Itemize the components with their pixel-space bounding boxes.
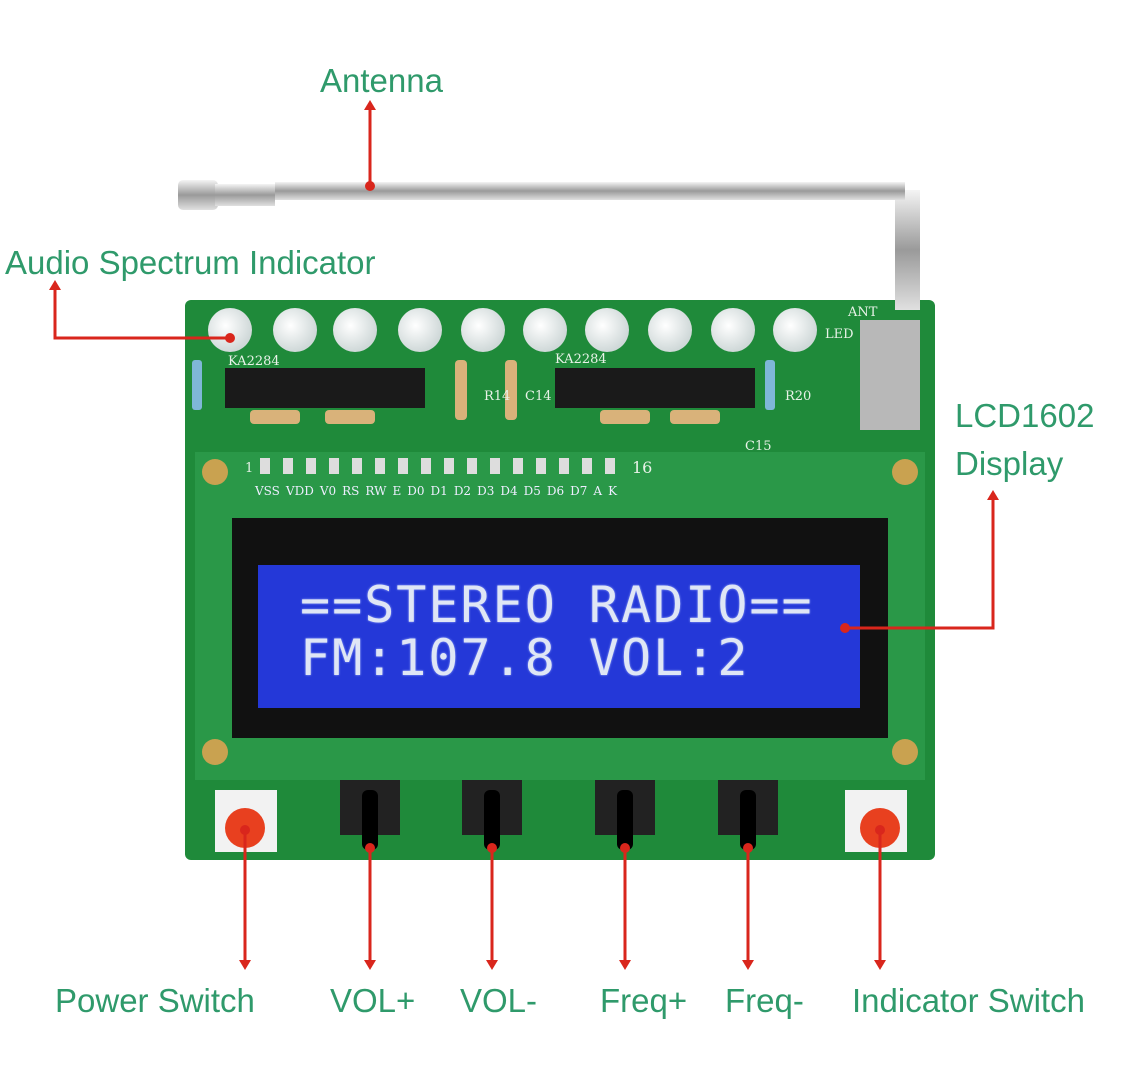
ic-left (225, 368, 425, 408)
ant-label: ANT (848, 305, 878, 320)
pin-label: D7 (570, 484, 588, 498)
arrow-audio-spectrum (49, 280, 230, 340)
pin-label: E (392, 484, 402, 498)
pin-label: VSS (255, 484, 280, 498)
pin-label: D0 (407, 484, 425, 498)
label-antenna: Antenna (320, 62, 443, 99)
label-lcd-2: Display (955, 445, 1064, 482)
pin-label: RS (342, 484, 360, 498)
pin-label: VDD (285, 484, 314, 498)
ic-right-label: KA2284 (555, 352, 607, 367)
pin-first-label: 1 (245, 461, 254, 476)
label-power-switch: Power Switch (55, 982, 255, 1019)
label-vol-plus: VOL+ (330, 982, 416, 1019)
pin-label: D2 (453, 484, 472, 498)
pin-label: K (608, 484, 618, 498)
lcd-line-1: ==STEREO RADIO== (300, 576, 814, 634)
c14-label: C14 (525, 389, 552, 404)
label-lcd-1: LCD1602 (955, 397, 1095, 434)
r14-label: R14 (484, 389, 511, 404)
pin-label: RW (365, 484, 387, 498)
ic-left-label: KA2284 (228, 354, 280, 369)
pin-label: D1 (430, 484, 448, 498)
callout-arrows (49, 100, 999, 970)
lcd-line-2: FM:107.8 VOL:2 (300, 629, 750, 687)
pin-label: D4 (500, 484, 518, 498)
spectrum-leds (208, 308, 817, 352)
label-vol-minus: VOL- (460, 982, 538, 1019)
led-label: LED (825, 327, 854, 342)
pin-label: D6 (546, 484, 565, 498)
lcd-screen (258, 565, 860, 708)
arrow-lcd (845, 490, 999, 630)
pin-label: V0 (319, 484, 337, 498)
label-freq-plus: Freq+ (600, 982, 688, 1019)
label-freq-minus: Freq- (725, 982, 804, 1019)
label-indicator-switch: Indicator Switch (852, 982, 1085, 1019)
antenna (178, 180, 920, 430)
r20-label: R20 (785, 389, 812, 404)
pin-label: A (593, 484, 603, 498)
c15-label: C15 (745, 439, 772, 454)
buttons (215, 780, 907, 852)
label-audio-spectrum: Audio Spectrum Indicator (5, 244, 376, 281)
pin-label: D3 (477, 484, 495, 498)
pin-last-label: 16 (632, 458, 653, 477)
ic-right (555, 368, 755, 408)
pin-label: D5 (523, 484, 541, 498)
